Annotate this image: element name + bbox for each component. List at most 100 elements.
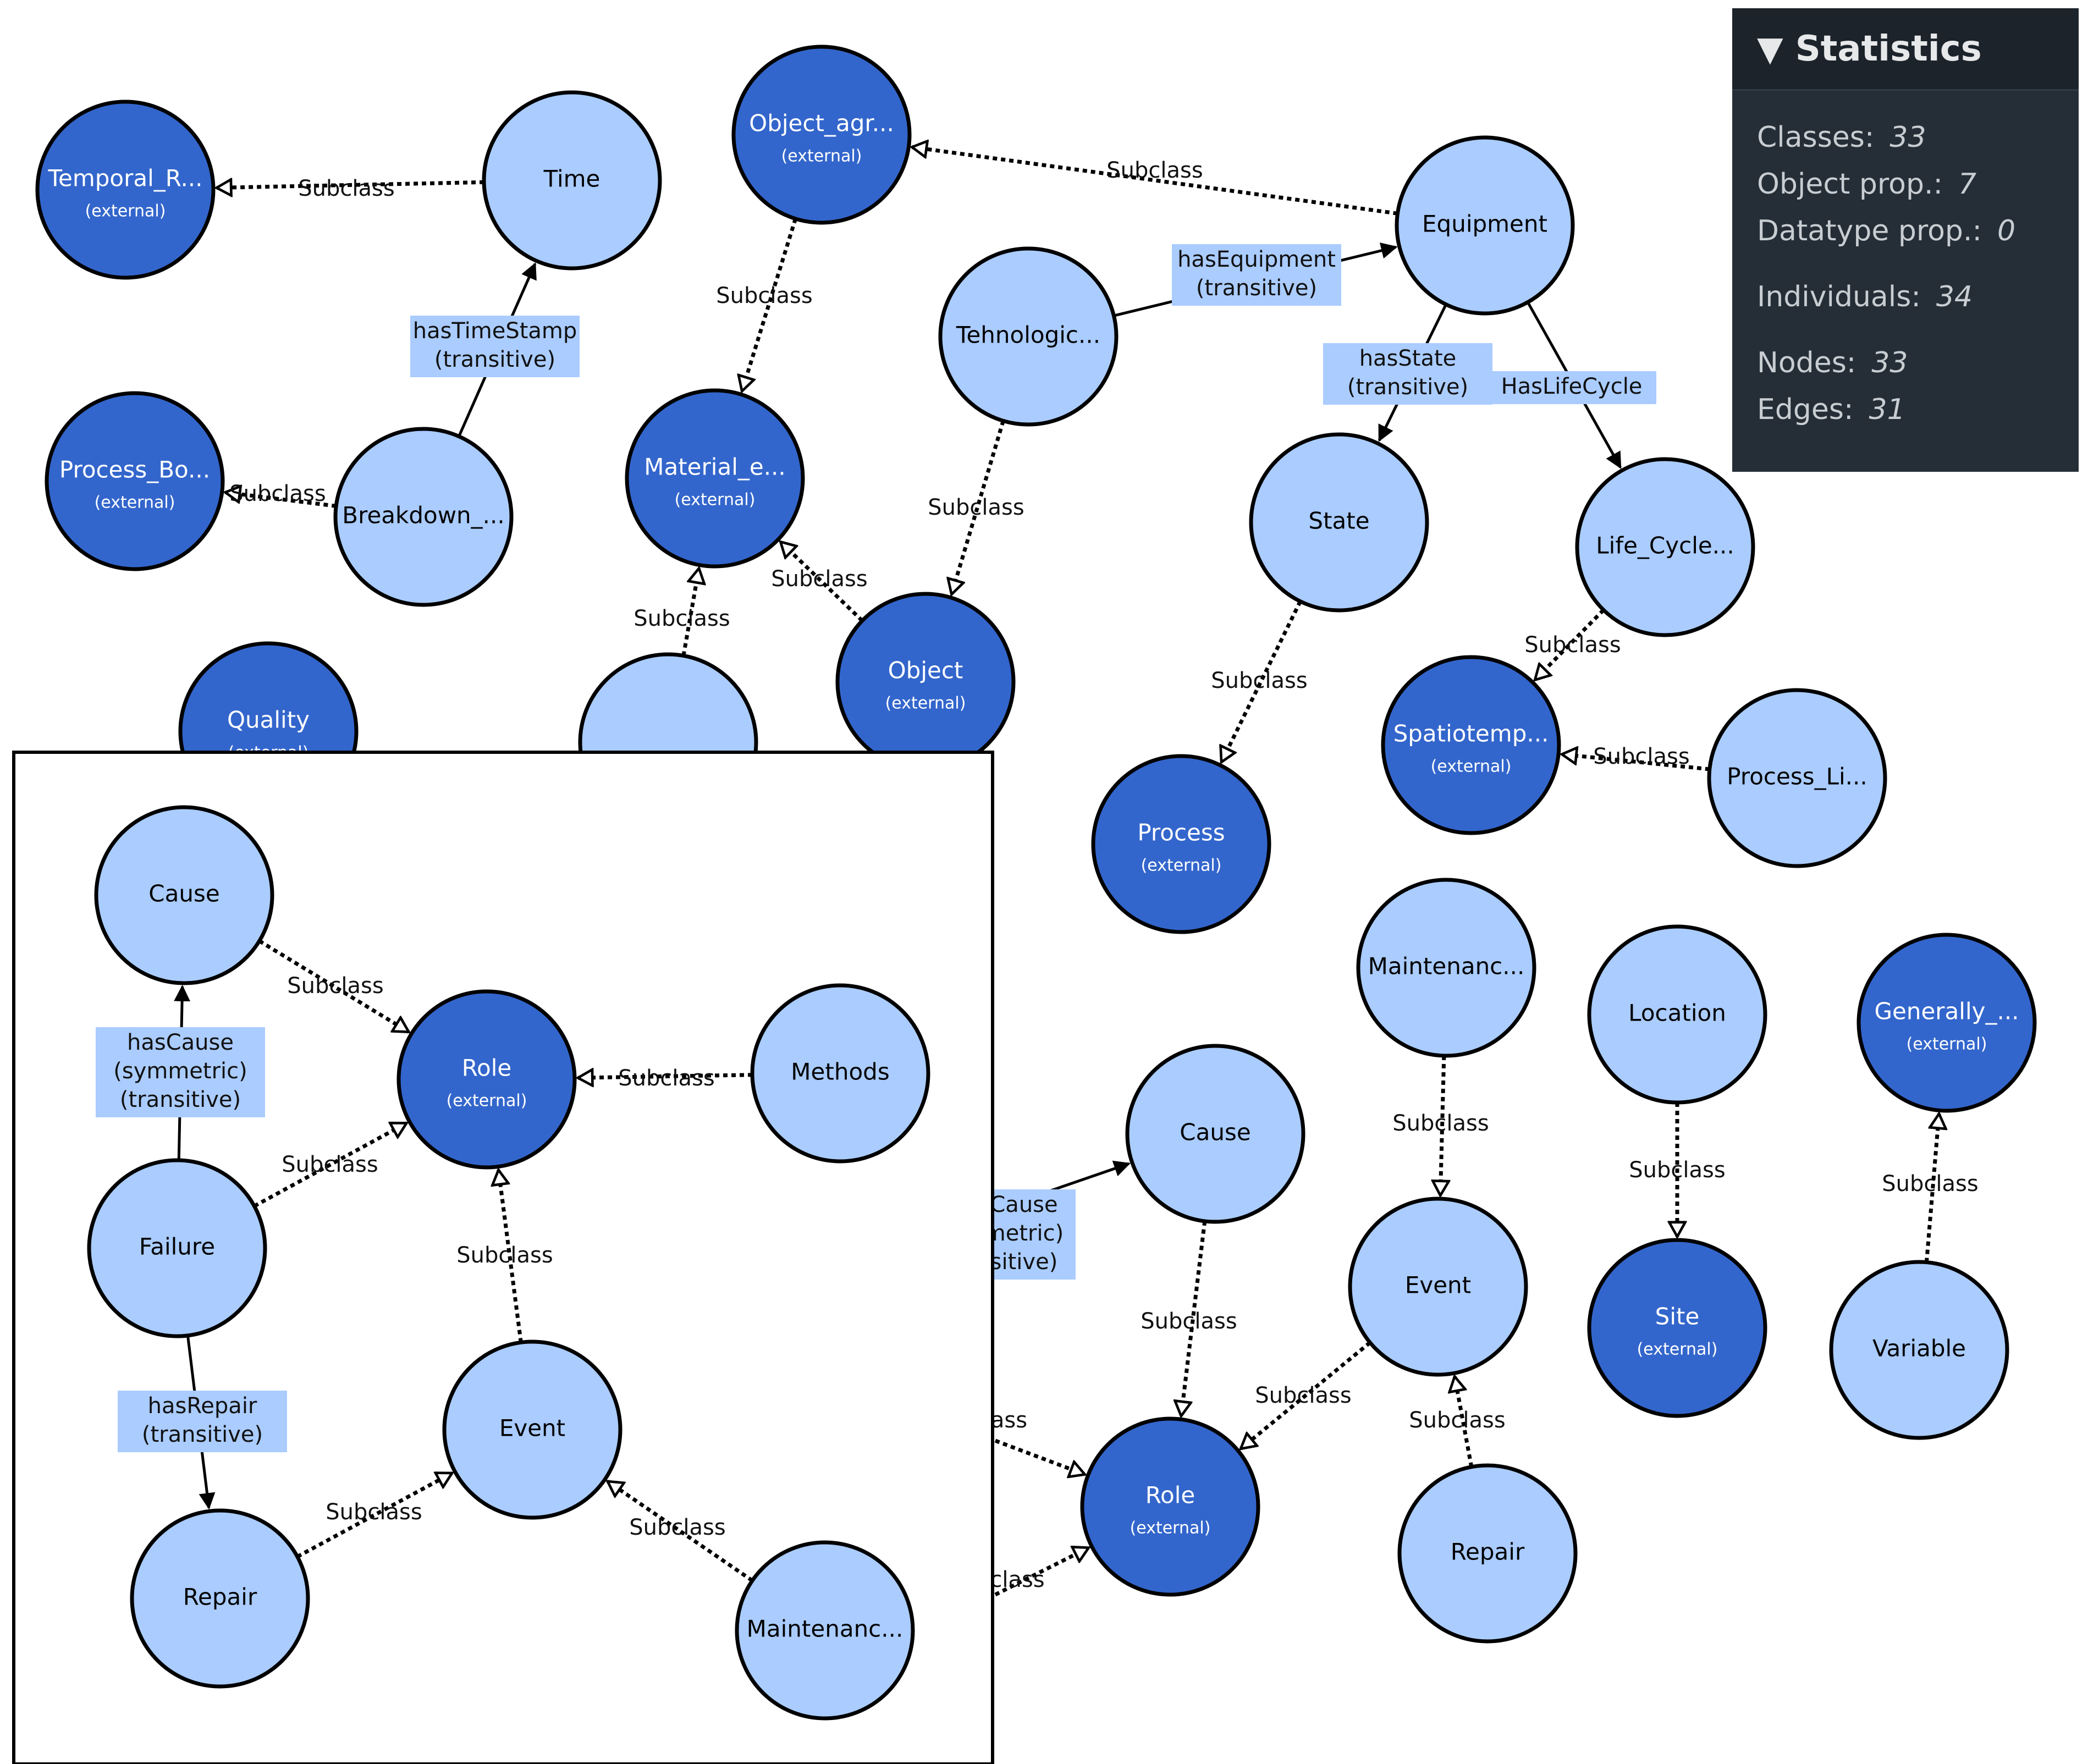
edge-tehno-to-object[interactable] (951, 420, 1005, 594)
edge-variable-to-generally[interactable] (1924, 1113, 1939, 1263)
node-circle[interactable] (1575, 457, 1755, 637)
node-circle[interactable] (1249, 432, 1429, 613)
edge-label-i_failure-to-i_repair: hasRepair(transitive) (118, 1391, 287, 1452)
node-circle[interactable] (442, 1339, 622, 1520)
node-circle[interactable] (1829, 1260, 2009, 1440)
node-object[interactable]: Object(external) (835, 592, 1016, 772)
node-circle[interactable] (1587, 1238, 1767, 1418)
edge-hiddenmat-to-material[interactable] (681, 568, 699, 657)
edge-breakdown-to-processbo[interactable] (225, 492, 337, 508)
edge-state-to-process[interactable] (1221, 600, 1302, 762)
node-i_repair[interactable]: Repair (130, 1508, 310, 1689)
node-spatio[interactable]: Spatiotemp...(external) (1381, 655, 1561, 835)
node-time[interactable]: Time (482, 90, 662, 271)
node-circle[interactable] (1587, 924, 1767, 1105)
node-breakdown[interactable]: Breakdown_... (333, 427, 514, 607)
edge-repair2-to-event2[interactable] (1455, 1376, 1474, 1468)
node-circle[interactable] (1125, 1044, 1305, 1224)
node-process[interactable]: Process(external) (1091, 754, 1271, 934)
node-circle[interactable] (1080, 1416, 1260, 1597)
node-processli[interactable]: Process_Li... (1707, 688, 1887, 868)
node-circle[interactable] (938, 246, 1119, 427)
node-state[interactable]: State (1249, 432, 1429, 613)
node-circle[interactable] (625, 388, 805, 569)
node-label: Variable (1872, 1335, 1966, 1362)
node-label: Event (499, 1415, 565, 1442)
statistics-header[interactable]: ▼ Statistics (1732, 8, 2079, 91)
node-label: Cause (148, 880, 219, 907)
node-label: Quality (227, 707, 310, 734)
node-location[interactable]: Location (1587, 924, 1767, 1105)
edge-time-to-temporal[interactable] (217, 182, 484, 188)
edge-objagr-to-material[interactable] (742, 218, 797, 392)
edge-left_hidden2-to-role2[interactable] (994, 1548, 1089, 1597)
node-label: Tehnologic... (956, 322, 1100, 349)
edge-label-text: Subclass (456, 1243, 553, 1268)
node-i_methods[interactable]: Methods (750, 983, 930, 1164)
node-tehno[interactable]: Tehnologic... (938, 246, 1119, 427)
node-circle[interactable] (1856, 933, 2037, 1113)
node-circle[interactable] (396, 989, 577, 1170)
edge-label-text: Subclass (1392, 1111, 1489, 1136)
edge-equipment-to-objagr[interactable] (912, 147, 1398, 216)
edge-label-i_failure-to-i_role: Subclass (282, 1152, 378, 1177)
node-i_role[interactable]: Role(external) (396, 989, 577, 1170)
node-equipment[interactable]: Equipment (1395, 135, 1575, 316)
edge-processli-to-spatio[interactable] (1562, 754, 1710, 771)
node-i_event[interactable]: Event (442, 1339, 622, 1520)
external-tag: (external) (1907, 1035, 1987, 1054)
node-circle[interactable] (735, 1540, 915, 1721)
edge-i_cause-to-i_role[interactable] (258, 939, 409, 1034)
node-i_cause[interactable]: Cause (94, 805, 274, 985)
node-circle[interactable] (333, 427, 514, 607)
node-processbo[interactable]: Process_Bo...(external) (45, 391, 225, 571)
edge-label-hiddenmat-to-material: Subclass (633, 606, 730, 631)
edge-maint2-to-event2[interactable] (1440, 1055, 1444, 1195)
node-i_maint[interactable]: Maintenanc... (735, 1540, 915, 1721)
node-circle[interactable] (750, 983, 930, 1164)
node-i_failure[interactable]: Failure (87, 1158, 267, 1338)
edge-i_methods-to-i_role[interactable] (578, 1075, 753, 1078)
node-maint2[interactable]: Maintenanc... (1356, 878, 1536, 1058)
node-circle[interactable] (1397, 1463, 1578, 1644)
node-circle[interactable] (130, 1508, 310, 1689)
node-circle[interactable] (45, 391, 225, 571)
edge-left_hidden1-to-role2[interactable] (994, 1438, 1085, 1474)
node-repair2[interactable]: Repair (1397, 1463, 1578, 1644)
edge-i_failure-to-i_role[interactable] (253, 1121, 406, 1208)
node-generally[interactable]: Generally_...(external) (1856, 933, 2037, 1113)
node-circle[interactable] (1395, 135, 1575, 316)
node-event2[interactable]: Event (1348, 1197, 1528, 1377)
node-temporal[interactable]: Temporal_R...(external) (35, 100, 216, 280)
node-cause2[interactable]: Cause (1125, 1044, 1305, 1224)
edge-label-text: Subclass (771, 566, 867, 592)
edge-label-box (96, 1027, 265, 1117)
node-role2[interactable]: Role(external) (1080, 1416, 1260, 1597)
node-label: Life_Cycle... (1596, 532, 1734, 559)
node-site[interactable]: Site(external) (1587, 1238, 1767, 1418)
node-objagr[interactable]: Object_agr...(external) (731, 45, 912, 225)
node-circle[interactable] (731, 45, 912, 225)
node-circle[interactable] (1381, 655, 1561, 835)
node-circle[interactable] (482, 90, 662, 271)
node-label: Temporal_R... (47, 165, 202, 192)
node-circle[interactable] (1091, 754, 1271, 934)
node-circle[interactable] (35, 100, 216, 280)
node-circle[interactable] (94, 805, 274, 985)
node-circle[interactable] (87, 1158, 267, 1338)
edge-label-text: Subclass (326, 1500, 422, 1525)
node-lifecycle[interactable]: Life_Cycle... (1575, 457, 1755, 637)
collapse-triangle-icon[interactable]: ▼ (1757, 29, 1783, 69)
edge-object-to-material[interactable] (780, 542, 864, 622)
edge-event2-to-role2[interactable] (1241, 1341, 1371, 1449)
edge-i_event-to-i_role[interactable] (498, 1170, 523, 1343)
node-circle[interactable] (1707, 688, 1887, 868)
edge-label-text: class (990, 1567, 1044, 1592)
node-circle[interactable] (1356, 878, 1536, 1058)
edge-label-equipment-to-lifecycle: HasLifeCycle (1487, 371, 1656, 404)
edge-label-text: hasState(transitive) (1347, 346, 1468, 400)
node-variable[interactable]: Variable (1829, 1260, 2009, 1440)
node-circle[interactable] (1348, 1197, 1528, 1377)
node-material[interactable]: Material_e...(external) (625, 388, 805, 569)
